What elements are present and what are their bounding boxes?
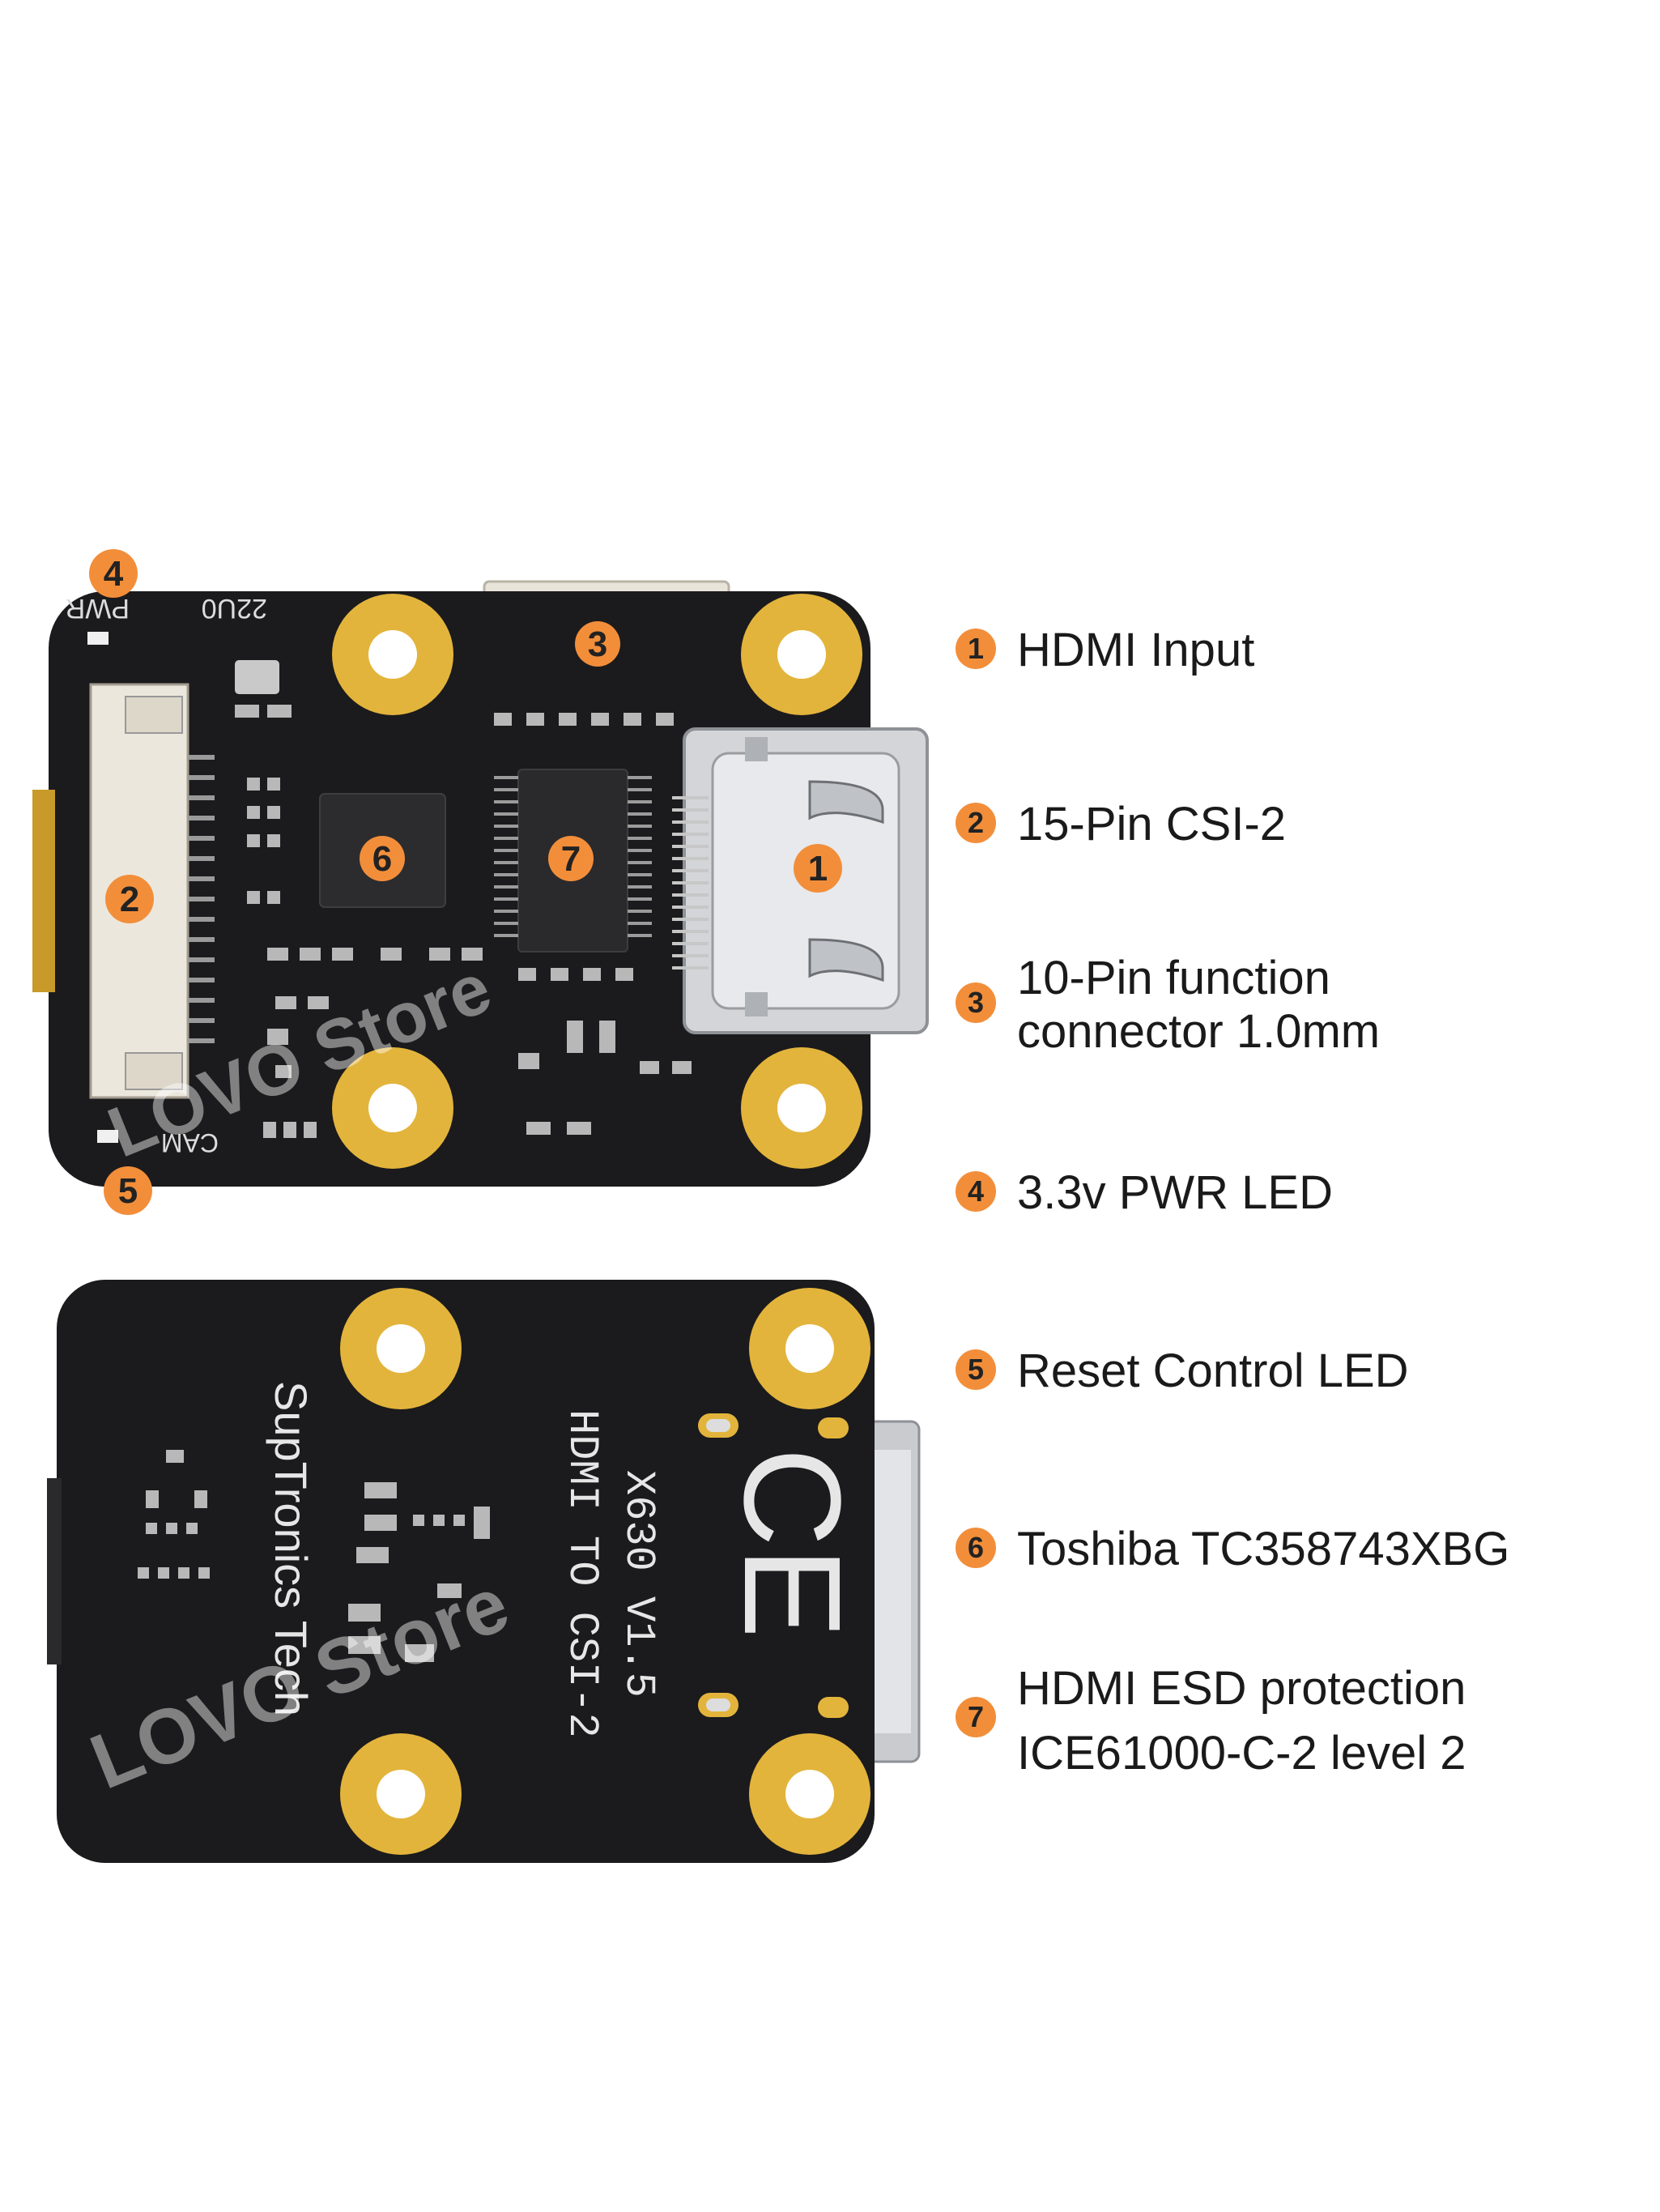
silk-brand: SupTronics Tech [266, 1381, 317, 1716]
bottom-board: SupTronics Tech X630 V1.5 HDMI TO CSI-2 … [47, 1280, 921, 1863]
legend-label: 10-Pin function [1017, 952, 1330, 1004]
legend-label: 15-Pin CSI-2 [1017, 798, 1287, 850]
silk-code: 22U0 [202, 593, 267, 624]
silk-model: X630 V1.5 [615, 1470, 662, 1698]
reset-led [97, 1130, 118, 1143]
callout-badges: 4 3 2 6 7 1 5 [89, 549, 842, 1215]
legend-item-toshiba: 6 Toshiba TC358743XBG [956, 1523, 1509, 1576]
legend-item-hdmi-input: 1 HDMI Input [956, 624, 1254, 677]
legend-label: connector 1.0mm [1017, 1005, 1381, 1058]
legend-item-function-connector: 3 10-Pin function connector 1.0mm [956, 952, 1380, 1059]
callout-3: 3 [588, 624, 607, 664]
ce-mark: CE [715, 1447, 869, 1639]
top-pcb [49, 591, 870, 1187]
pwr-led [87, 632, 109, 645]
legend-badge: 5 [956, 1349, 996, 1390]
callout-5: 5 [118, 1171, 138, 1211]
legend-item-reset-led: 5 Reset Control LED [956, 1345, 1409, 1398]
silk-cam: CAM [161, 1128, 219, 1157]
legend-label: Toshiba TC358743XBG [1017, 1523, 1510, 1575]
legend-label: HDMI ESD protection [1017, 1662, 1466, 1715]
legend-badge: 7 [956, 1697, 996, 1737]
legend-label: HDMI Input [1017, 624, 1255, 676]
legend-badge: 4 [956, 1171, 996, 1212]
legend-badge: 6 [956, 1528, 996, 1568]
silk-pwr: PWR [66, 593, 130, 624]
top-board: PWR 22U0 CAM [32, 580, 929, 1187]
product-photo: PWR 22U0 CAM 4 3 2 6 7 1 5 [32, 549, 929, 1863]
callout-2: 2 [120, 880, 139, 919]
legend-item-pwr-led: 4 3.3v PWR LED [956, 1166, 1333, 1220]
legend-badge: 2 [956, 803, 996, 843]
bottom-pcb [57, 1280, 875, 1863]
callout-6: 6 [372, 839, 392, 879]
legend-label: Reset Control LED [1017, 1345, 1409, 1397]
legend-badge: 3 [956, 982, 996, 1023]
legend-item-esd: 7 HDMI ESD protection ICE61000-C-2 level… [956, 1656, 1466, 1786]
callout-7: 7 [561, 839, 581, 879]
callout-4: 4 [104, 554, 124, 594]
legend-badge: 1 [956, 629, 996, 669]
silk-product: HDMI TO CSI-2 [558, 1409, 606, 1738]
legend: 1 HDMI Input 2 15-Pin CSI-2 3 10-Pin fun… [956, 0, 1660, 2212]
callout-1: 1 [808, 849, 828, 889]
legend-label: 3.3v PWR LED [1017, 1166, 1333, 1219]
legend-item-csi: 2 15-Pin CSI-2 [956, 798, 1286, 851]
legend-label: ICE61000-C-2 level 2 [1017, 1727, 1466, 1779]
